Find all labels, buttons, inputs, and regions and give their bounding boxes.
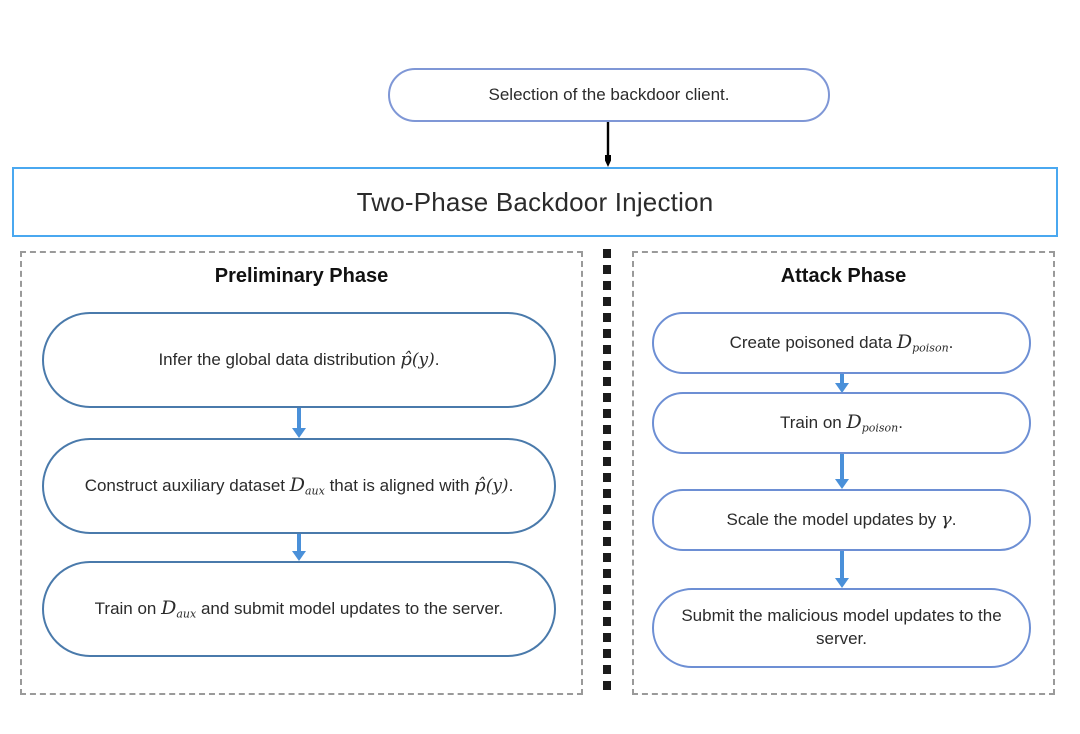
math-subscript-poison: poison — [861, 421, 899, 435]
math-D: D — [896, 330, 913, 353]
node-create-poisoned-data: Create poisoned data Dpoison. — [652, 312, 1031, 374]
node-construct-auxiliary-dataset: Construct auxiliary dataset Daux that is… — [42, 438, 556, 534]
arrow-construct-to-train — [292, 534, 306, 561]
math-of-y: (y) — [485, 475, 509, 496]
math-subscript-aux: aux — [304, 484, 325, 498]
arrow-head — [835, 578, 849, 588]
math-subscript-poison: poison — [912, 341, 949, 355]
text-run: Scale the model updates by — [726, 509, 942, 529]
panel-title-attack-phase: Attack Phase — [780, 265, 907, 287]
node-scale-model-updates-label: Scale the model updates by γ. — [712, 508, 970, 532]
arrow-create-to-train — [835, 374, 849, 393]
panel-attack-phase: Attack Phase — [632, 251, 1055, 695]
node-submit-malicious-updates-label: Submit the malicious model updates to th… — [681, 606, 1002, 648]
node-train-on-poisoned-label: Train on Dpoison. — [766, 410, 917, 436]
arrow-train-to-scale — [835, 454, 849, 489]
node-train-on-poisoned: Train on Dpoison. — [652, 392, 1031, 454]
arrow-head — [835, 383, 849, 393]
arrow-head — [835, 479, 849, 489]
math-of-y: (y) — [411, 349, 435, 370]
text-run: Train on — [94, 598, 162, 618]
panel-preliminary-phase: Preliminary Phase — [20, 251, 583, 695]
text-run: . — [508, 475, 514, 495]
text-run: . — [948, 332, 954, 352]
arrow-shaft — [840, 551, 844, 578]
node-submit-malicious-updates: Submit the malicious model updates to th… — [652, 588, 1031, 668]
math-D: D — [846, 410, 862, 433]
text-run: and submit model updates to the server. — [196, 598, 504, 618]
phase-divider — [603, 249, 611, 697]
node-infer-distribution: Infer the global data distribution p̂(y)… — [42, 312, 556, 408]
node-train-and-submit: Train on Daux and submit model updates t… — [42, 561, 556, 657]
node-train-and-submit-label: Train on Daux and submit model updates t… — [81, 596, 518, 622]
text-run: . — [434, 349, 440, 369]
math-D: D — [161, 596, 177, 619]
arrow-shaft — [297, 534, 301, 551]
arrow-head — [292, 551, 306, 561]
node-create-poisoned-data-label: Create poisoned data Dpoison. — [716, 330, 968, 356]
arrow-shaft — [840, 374, 844, 383]
arrow-head — [292, 428, 306, 438]
math-p-hat: p̂ — [400, 348, 412, 370]
text-run: . — [898, 412, 903, 432]
text-run: Train on — [780, 412, 847, 432]
text-run: . — [951, 509, 957, 529]
math-D: D — [289, 473, 305, 496]
node-construct-auxiliary-dataset-label: Construct auxiliary dataset Daux that is… — [71, 473, 528, 499]
banner-two-phase-backdoor-injection: Two-Phase Backdoor Injection — [12, 167, 1058, 237]
text-run: Infer the global data distribution — [158, 349, 401, 369]
panel-title-preliminary-phase: Preliminary Phase — [214, 265, 389, 287]
arrow-shaft — [297, 408, 301, 428]
text-run: Create poisoned data — [729, 332, 897, 352]
math-gamma: γ — [941, 508, 952, 530]
entry-node-selection-of-backdoor-client: Selection of the backdoor client. — [388, 68, 830, 122]
math-p-hat: p̂ — [474, 474, 486, 496]
arrow-infer-to-construct — [292, 408, 306, 438]
arrow-scale-to-submit — [835, 551, 849, 588]
arrow-shaft — [840, 454, 844, 479]
banner-title: Two-Phase Backdoor Injection — [356, 186, 714, 217]
node-scale-model-updates: Scale the model updates by γ. — [652, 489, 1031, 551]
entry-node-label: Selection of the backdoor client. — [488, 84, 730, 104]
arrow-entry-to-banner — [605, 122, 611, 167]
text-run: Construct auxiliary dataset — [84, 475, 290, 495]
text-run: that is aligned with — [324, 475, 475, 495]
math-subscript-aux: aux — [176, 607, 197, 621]
node-infer-distribution-label: Infer the global data distribution p̂(y)… — [144, 348, 453, 372]
